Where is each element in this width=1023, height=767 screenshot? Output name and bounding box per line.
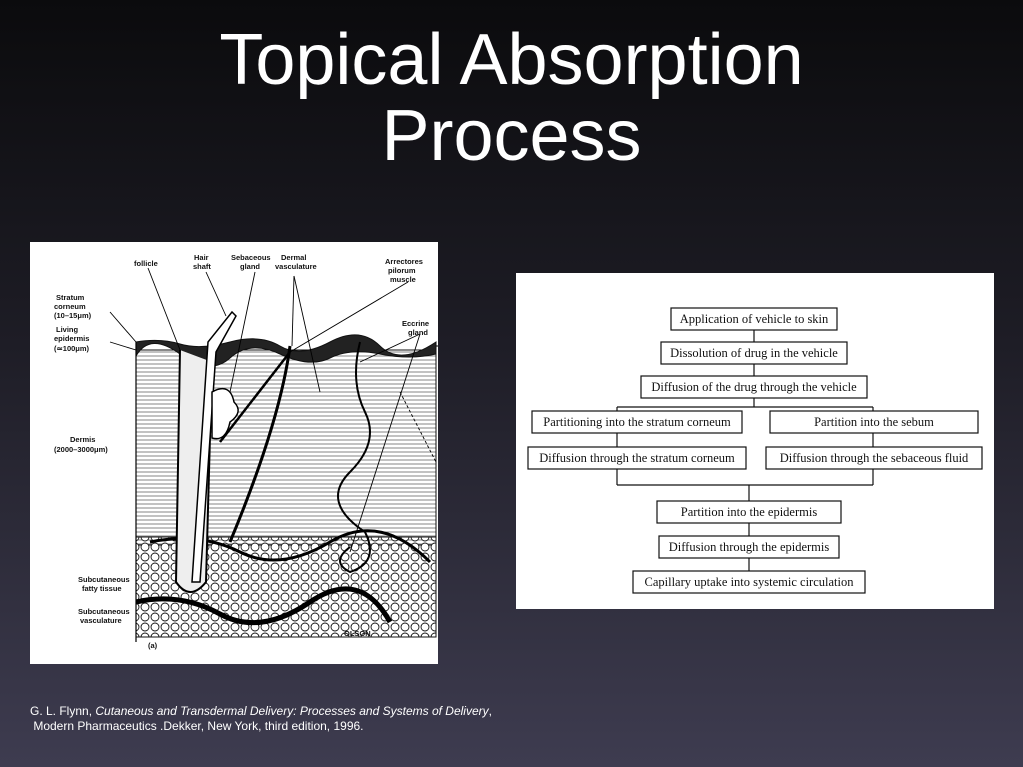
flow-step-1: Application of vehicle to skin <box>670 307 838 331</box>
label-dermis-2: (2000–3000μm) <box>54 445 108 454</box>
citation-title: Cutaneous and Transdermal Delivery: Proc… <box>95 704 489 718</box>
label-arrectores-2: pilorum <box>388 266 416 275</box>
flow-step-8-label: Partition into the epidermis <box>681 505 818 519</box>
slide-title-line-2: Process <box>381 96 642 176</box>
label-follicle: follicle <box>134 259 158 268</box>
leader-lines <box>109 267 438 553</box>
absorption-flowchart: Application of vehicle to skin Dissoluti… <box>516 273 994 609</box>
label-sebaceous-1: Sebaceous <box>231 253 271 262</box>
skin-illustration: follicle Hair shaft Sebaceous gland Derm… <box>54 253 438 650</box>
label-stratum-2: corneum <box>54 302 86 311</box>
label-living-1: Living <box>56 325 79 334</box>
flow-step-6-label: Diffusion through the stratum corneum <box>539 451 735 465</box>
label-living-3: (≃100μm) <box>54 344 90 353</box>
flow-step-4: Partitioning into the stratum corneum <box>531 410 743 434</box>
label-eccrine-2: gland <box>408 328 428 337</box>
flowchart-connectors <box>616 330 874 571</box>
label-subcut-fat-2: fatty tissue <box>82 584 122 593</box>
label-dermis-1: Dermis <box>70 435 95 444</box>
slide-title-line-1: Topical Absorption <box>219 20 804 100</box>
label-stratum-1: Stratum <box>56 293 85 302</box>
citation-author: G. L. Flynn, <box>30 704 96 718</box>
citation-line-2: Modern Pharmaceutics .Dekker, New York, … <box>30 719 364 733</box>
flow-step-8: Partition into the epidermis <box>656 500 842 524</box>
arrector-muscle <box>219 351 291 443</box>
label-hair-1: Hair <box>194 253 209 262</box>
citation-comma: , <box>488 704 492 718</box>
flow-step-7: Diffusion through the sebaceous fluid <box>765 446 983 470</box>
label-subcut-vasc-1: Subcutaneous <box>78 607 130 616</box>
label-subcut-vasc-2: vasculature <box>80 616 122 625</box>
citation-line-1: G. L. Flynn, Cutaneous and Transdermal D… <box>30 704 730 719</box>
label-hair-2: shaft <box>193 262 211 271</box>
label-subcut-fat-1: Subcutaneous <box>78 575 130 584</box>
slide-title: Topical Absorption Process <box>0 22 1023 174</box>
flow-step-10-label: Capillary uptake into systemic circulati… <box>645 575 855 589</box>
flow-step-1-label: Application of vehicle to skin <box>680 312 829 326</box>
flow-step-7-label: Diffusion through the sebaceous fluid <box>780 451 969 465</box>
label-living-2: epidermis <box>54 334 89 343</box>
subcutaneous-vessel <box>135 586 393 626</box>
label-eccrine-1: Eccrine <box>402 319 429 328</box>
label-arrectores-1: Arrectores <box>385 257 423 266</box>
flow-step-5: Partition into the sebum <box>769 410 979 434</box>
hair-shaft <box>191 310 237 583</box>
skin-cross-section-figure: follicle Hair shaft Sebaceous gland Derm… <box>30 242 438 664</box>
flow-step-4-label: Partitioning into the stratum corneum <box>543 415 731 429</box>
flow-step-9: Diffusion through the epidermis <box>658 535 840 559</box>
label-dermal-1: Dermal <box>281 253 306 262</box>
dermal-vessel <box>228 345 292 543</box>
flow-step-3: Diffusion of the drug through the vehicl… <box>640 375 868 399</box>
label-dermal-2: vasculature <box>275 262 317 271</box>
flow-step-5-label: Partition into the sebum <box>814 415 934 429</box>
flow-step-9-label: Diffusion through the epidermis <box>669 540 830 554</box>
flow-step-2-label: Dissolution of drug in the vehicle <box>670 346 838 360</box>
flow-step-3-label: Diffusion of the drug through the vehicl… <box>651 380 857 394</box>
flow-step-10: Capillary uptake into systemic circulati… <box>632 570 866 594</box>
eccrine-gland <box>337 341 371 574</box>
citation: G. L. Flynn, Cutaneous and Transdermal D… <box>30 704 730 734</box>
label-panel-a: (a) <box>148 641 158 650</box>
label-artist: OLSON <box>344 629 371 638</box>
flowchart-svg: Application of vehicle to skin Dissoluti… <box>527 307 983 594</box>
label-stratum-3: (10–15μm) <box>54 311 92 320</box>
flow-step-2: Dissolution of drug in the vehicle <box>660 341 848 365</box>
sebaceous-gland <box>211 387 239 440</box>
flow-step-6: Diffusion through the stratum corneum <box>527 446 747 470</box>
label-sebaceous-2: gland <box>240 262 260 271</box>
label-arrectores-3: muscle <box>390 275 416 284</box>
